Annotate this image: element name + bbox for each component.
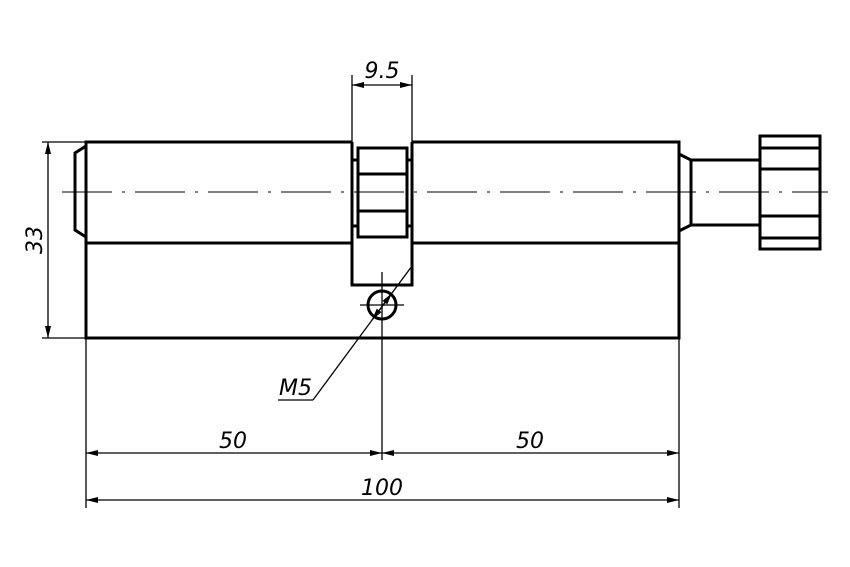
cylinder-body — [73, 140, 681, 340]
height-dimension: 33 — [23, 141, 86, 339]
cam-width-label: 9.5 — [365, 59, 400, 84]
length-dimensions: 50 50 100 — [85, 338, 680, 508]
height-label: 33 — [23, 226, 48, 254]
left-length-label: 50 — [219, 429, 247, 454]
cam-width-dimension: 9.5 — [351, 59, 413, 142]
total-length-label: 100 — [361, 476, 403, 501]
cam — [350, 142, 414, 287]
thumb-turn-knob — [678, 134, 822, 251]
thread-label: M5 — [279, 376, 312, 401]
screw-hole — [360, 272, 404, 460]
thread-callout: M5 — [278, 265, 413, 401]
right-length-label: 50 — [516, 429, 544, 454]
